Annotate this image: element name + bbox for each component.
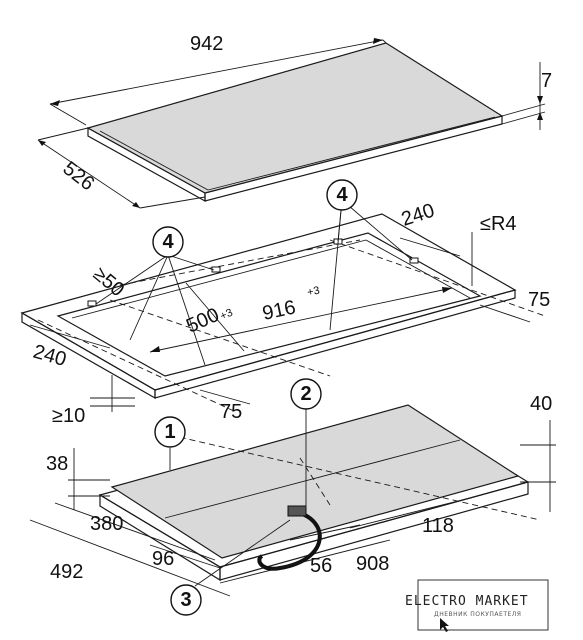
dim-75-right-label: 75 (528, 289, 550, 311)
callout-1-label: 1 (164, 421, 175, 443)
hob-top-view (37, 38, 546, 209)
dim-526-label: 526 (59, 157, 99, 195)
dim-942-label: 942 (190, 33, 223, 55)
dim-908-label: 908 (356, 553, 389, 575)
callout-3: 3 (170, 584, 202, 616)
dim-500-label: 500 (183, 304, 222, 338)
callout-3-label: 3 (180, 589, 191, 611)
dim-7-label: 7 (541, 70, 552, 92)
dim-min-50-label: ≥50 (89, 263, 129, 301)
callout-4-left: 4 (152, 226, 184, 258)
dim-916-label: 916 (260, 296, 297, 324)
dim-492-label: 492 (50, 561, 83, 583)
radius-label: ≤R4 (480, 213, 517, 235)
dim-500-tol-label: +3 (218, 307, 234, 323)
worktop-cutout (20, 199, 546, 413)
dim-96-label: 96 (152, 548, 174, 570)
dim-56-label: 56 (310, 555, 332, 577)
callout-4-left-label: 4 (162, 231, 174, 253)
dim-240-right-label: 240 (399, 200, 438, 231)
callout-1: 1 (154, 416, 186, 448)
dim-75-bottom-label: 75 (220, 401, 242, 423)
dim-380-label: 380 (90, 513, 123, 535)
callout-2: 2 (290, 378, 322, 410)
logo-title: ELECTRO MARKET (405, 594, 529, 609)
callout-4-right-label: 4 (336, 184, 348, 206)
callout-2-label: 2 (300, 383, 311, 405)
electro-market-logo: ELECTRO MARKET ДНЕВНИК ПОКУПАЕТЕЛЯ (405, 579, 549, 632)
logo-subtitle: ДНЕВНИК ПОКУПАЕТЕЛЯ (434, 611, 521, 618)
dim-38-label: 38 (46, 453, 68, 475)
callout-4-right: 4 (326, 179, 358, 211)
dim-916-tol-label: +3 (306, 285, 321, 299)
dim-118-label: 118 (422, 515, 454, 537)
hob-body (29, 404, 556, 597)
dim-40-label: 40 (530, 393, 552, 415)
dim-min-10-label: ≥10 (52, 405, 85, 427)
